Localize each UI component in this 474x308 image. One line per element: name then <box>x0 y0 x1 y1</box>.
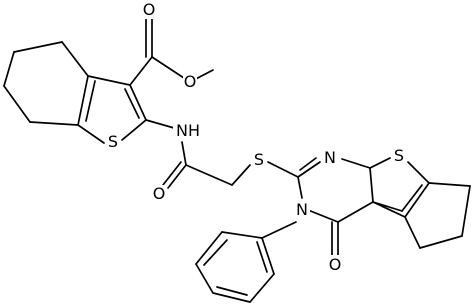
atom-pyrimidine-nitrogen-phenyl: N <box>294 199 310 219</box>
bond <box>195 263 214 294</box>
bond <box>401 184 423 212</box>
bond <box>13 41 63 53</box>
bond <box>145 119 175 129</box>
amide-h-symbol: H <box>188 121 200 140</box>
bond <box>372 201 403 212</box>
bond <box>369 167 374 203</box>
bond <box>404 182 430 218</box>
bond <box>129 84 147 121</box>
bond <box>87 75 131 86</box>
atom-symbol: O <box>329 255 342 274</box>
atom-symbol: O <box>153 184 166 203</box>
bond <box>267 161 299 178</box>
atom-symbol: N <box>296 200 308 219</box>
bond <box>195 231 223 265</box>
bond <box>461 185 471 237</box>
bond <box>203 239 228 266</box>
bond <box>407 161 430 184</box>
bond <box>124 88 140 119</box>
bond <box>419 235 463 249</box>
bond <box>341 158 371 169</box>
atom-amide-nitrogen: NH <box>173 119 203 140</box>
atom-symbol: NH <box>176 121 200 140</box>
atom-symbol: O <box>184 72 197 91</box>
bond <box>216 286 248 296</box>
atom-thioether-sulfur: S <box>252 150 266 169</box>
bond <box>404 216 421 249</box>
bond <box>3 85 31 123</box>
atom-symbol: S <box>254 150 264 169</box>
atom-thiophene-sulfur-left: S <box>106 132 120 151</box>
atom-symbol: S <box>394 146 404 165</box>
bond <box>77 124 105 144</box>
bond <box>231 164 251 186</box>
atom-amide-oxygen: O <box>152 184 166 203</box>
bond <box>29 121 79 126</box>
bond <box>261 237 275 275</box>
bond <box>121 119 147 141</box>
bond <box>167 164 187 189</box>
bond <box>221 231 263 239</box>
bond <box>428 182 471 187</box>
bond <box>181 141 187 166</box>
bond <box>3 51 15 87</box>
atom-symbol: N <box>324 148 336 167</box>
bond <box>162 161 182 186</box>
atom-thiophene-sulfur-right: S <box>392 146 406 165</box>
bond <box>299 157 317 171</box>
bond <box>307 209 339 223</box>
atom-symbol: S <box>108 132 118 151</box>
bond <box>369 157 391 169</box>
amide-n-symbol: N <box>176 121 188 140</box>
bond <box>185 164 233 186</box>
bond <box>249 273 275 303</box>
bond <box>297 176 303 199</box>
bond <box>129 56 153 86</box>
atom-ester-ether-oxygen: O <box>183 72 197 91</box>
atom-ketone-oxygen: O <box>328 255 342 274</box>
bond <box>77 75 89 126</box>
bond-layer <box>3 14 471 303</box>
atom-ester-carbonyl-oxygen: O <box>142 0 156 19</box>
bond <box>337 201 374 223</box>
atom-label-layer: O O S NH O S N S <box>106 0 406 274</box>
atom-symbol: O <box>143 0 156 19</box>
bond <box>61 41 89 77</box>
bond <box>256 241 268 273</box>
bond <box>85 80 96 122</box>
atom-pyrimidine-nitrogen-top: N <box>322 148 338 167</box>
bond <box>297 161 321 178</box>
bond <box>212 292 251 303</box>
bond <box>261 221 297 239</box>
